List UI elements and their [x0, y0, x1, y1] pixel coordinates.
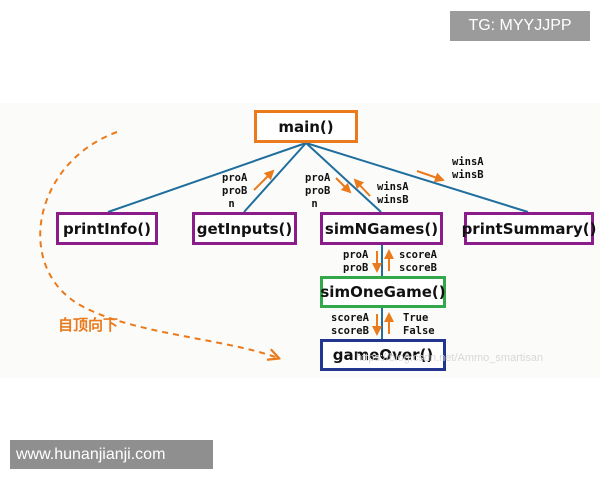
label-sim-one-game-returns: scoreA scoreB	[399, 249, 437, 274]
source-watermark: https://blog.csdn.net/Ammo_smartisan	[356, 352, 544, 364]
top-down-label: 自顶向下	[58, 316, 119, 334]
node-main: main()	[254, 110, 358, 143]
arrow-printsummary-param	[416, 170, 445, 183]
node-print-summary: printSummary()	[462, 212, 596, 245]
label-game-over-returns: True False	[403, 312, 435, 337]
node-game-over: gameOver()	[320, 339, 446, 371]
label-get-inputs-returns: proA proB n	[222, 172, 248, 210]
node-sim-n-games: simNGames()	[320, 212, 443, 245]
arrow-simngames-return	[353, 178, 371, 197]
arrow-simngames-param	[335, 177, 352, 194]
label-game-over-params: scoreA scoreB	[331, 312, 369, 337]
arrow-getinputs-return	[253, 169, 275, 191]
label-sim-n-games-returns: winsA winsB	[377, 181, 409, 206]
node-get-inputs: getInputs()	[192, 212, 297, 245]
node-sim-one-game: simOneGame()	[320, 276, 446, 308]
edge-main-printinfo	[107, 142, 307, 213]
label-sim-one-game-params: proA proB	[343, 249, 369, 274]
label-print-summary-params: winsA winsB	[452, 156, 484, 181]
edge-main-getinputs	[243, 142, 307, 213]
edge-main-simngames	[305, 142, 382, 213]
label-sim-n-games-params: proA proB n	[305, 172, 331, 210]
telegram-badge: TG: MYYJJPP	[450, 11, 590, 41]
edge-main-printsummary	[305, 142, 529, 213]
website-badge: www.hunanjianji.com	[10, 440, 213, 469]
node-print-info: printInfo()	[56, 212, 158, 245]
top-down-dashed-arrow	[39, 131, 278, 358]
